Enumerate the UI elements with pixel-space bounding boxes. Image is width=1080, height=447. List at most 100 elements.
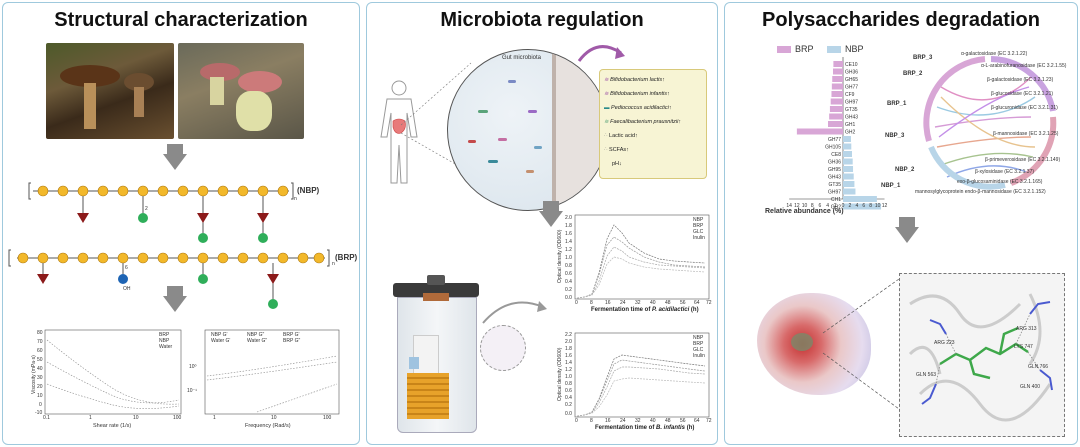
x-tick: 32 xyxy=(635,418,641,424)
mushroom-photo-2 xyxy=(178,43,304,139)
bar-category-label: CH1 xyxy=(831,197,841,203)
x-tick: 8 xyxy=(590,300,593,306)
y-tick: 60 xyxy=(37,348,43,354)
x-tick: 0 xyxy=(575,300,578,306)
residue-label: GLN 563 xyxy=(916,372,937,378)
bar-nbp xyxy=(843,173,854,180)
bar-category-label: CE10 xyxy=(845,62,858,68)
x-tick: 12 xyxy=(794,203,800,209)
effect-arrow: ↑ xyxy=(678,119,682,125)
bar-category-label: GH36 xyxy=(845,70,858,76)
chord-sample-label: BRP_3 xyxy=(913,55,933,61)
y-tick: 1.2 xyxy=(565,367,572,373)
x-tick: 64 xyxy=(694,418,700,424)
chord-diagram: BRP_3 BRP_2 BRP_1 NBP_3 NBP_2 NBP_1 xyxy=(881,47,1075,197)
y-tick: 1.8 xyxy=(565,223,572,229)
bar-category-label: GH43 xyxy=(845,115,858,121)
y-tick: 1.0 xyxy=(565,374,572,380)
bar-brp xyxy=(833,68,843,75)
gut-microbiota-label: Gut microbiota xyxy=(502,55,542,61)
bar-category-label: GH97 xyxy=(845,100,858,106)
bar-brp xyxy=(833,61,843,67)
effects-box: ≋ Bifidobacterium lactis↑ ≋ Bifidobacter… xyxy=(599,69,707,179)
legend-item: Inulin xyxy=(693,353,705,359)
fermentation-jar xyxy=(393,275,479,435)
gut-microbiota-circle xyxy=(447,49,609,211)
bar-nbp xyxy=(843,181,855,187)
y-tick: 20 xyxy=(37,384,43,390)
x-tick: 10 xyxy=(271,415,277,421)
enzyme-label: mannosylglycoprotein endo-β-mannosidase … xyxy=(915,189,1046,195)
x-tick: 14 xyxy=(786,203,792,209)
y-tick: 2.0 xyxy=(565,215,572,221)
legend-item: NBP xyxy=(693,335,704,341)
x-tick: 12 xyxy=(882,203,888,209)
bar-category-label: GT35 xyxy=(828,182,841,188)
structural-panel: Structural characterization xyxy=(2,2,360,445)
legend-item: NBP G" xyxy=(247,332,265,338)
growth-ylabel: Optical density (OD600) xyxy=(557,347,563,401)
y-tick: 1.8 xyxy=(565,346,572,352)
down-arrow-icon xyxy=(895,217,919,243)
legend-item: BRP G" xyxy=(283,338,301,344)
modulus-chart: Frequency (Rad/s) 1 10 100 10⁰ 10⁻¹ NBP … xyxy=(187,326,343,430)
bar-category-label: GH77 xyxy=(845,85,858,91)
bar-category-label: GH65 xyxy=(845,77,858,83)
bar-nbp xyxy=(843,158,853,165)
legend-item: BRP xyxy=(693,341,704,347)
enzyme-labels: α-galactosidase (EC 3.2.1.22) α-L-arabin… xyxy=(915,51,1077,201)
curved-arrow-icon xyxy=(482,301,547,324)
effect-arrow: ↑ xyxy=(635,133,638,139)
effect-arrow: ↓ xyxy=(619,161,622,167)
bar-nbp xyxy=(843,166,854,172)
chord-sample-label: BRP_1 xyxy=(887,101,907,107)
y-tick: 2.0 xyxy=(565,339,572,345)
effect-text: Lactic acid xyxy=(609,133,636,139)
enzyme-label: β-mannosidase (EC 3.2.1.25) xyxy=(993,131,1059,137)
legend-nbp-label: NBP xyxy=(845,44,864,54)
bar-brp xyxy=(831,91,843,97)
x-tick: 100 xyxy=(323,415,332,421)
petri-circle xyxy=(480,325,526,371)
effect-item: ∴ SCFAs↑ xyxy=(604,147,629,153)
x-tick: 56 xyxy=(680,418,686,424)
x-tick: 6 xyxy=(862,203,865,209)
enzyme-label: exo-β-glucosaminidase (EC 3.2.1.165) xyxy=(957,179,1043,185)
legend-item: NBP xyxy=(693,217,704,223)
residue-label: GLN 766 xyxy=(1028,364,1049,370)
bar-brp xyxy=(796,128,843,135)
x-tick: 0.1 xyxy=(43,415,50,421)
legend-item: Water G" xyxy=(247,338,268,344)
x-tick: 72 xyxy=(706,418,712,424)
y-tick: 2.2 xyxy=(565,332,572,338)
x-tick: 48 xyxy=(665,300,671,306)
chord-sample-label: BRP_2 xyxy=(903,71,923,77)
bar-category-label: GH77 xyxy=(828,137,841,143)
microbiota-panel: Microbiota regulation Gut microbiota ≋ B… xyxy=(366,2,718,445)
bar-nbp xyxy=(843,196,877,202)
y-tick: 1.6 xyxy=(565,231,572,237)
y-tick: 0.2 xyxy=(565,287,572,293)
growth-xlabel: Fermentation time of B. infantis (h) xyxy=(595,425,695,431)
bar-category-label: CF9 xyxy=(845,92,855,98)
enzyme-label: β-glucuronidase (EC 3.2.1.31) xyxy=(991,105,1058,111)
x-tick: 72 xyxy=(706,300,712,306)
effect-text: pH xyxy=(612,161,620,167)
x-tick: 2 xyxy=(834,203,837,209)
x-tick: 40 xyxy=(650,418,656,424)
effect-arrow: ↑ xyxy=(662,77,665,83)
x-tick: 4 xyxy=(826,203,829,209)
x-tick: 40 xyxy=(650,300,656,306)
legend-item: Inulin xyxy=(693,235,705,241)
growth-chart-bottom: Optical density (OD600) Fermentation tim… xyxy=(555,329,715,441)
x-tick: 16 xyxy=(605,300,611,306)
y-tick: 50 xyxy=(37,357,43,363)
mushroom-photo-1 xyxy=(46,43,174,139)
x-tick: 10 xyxy=(133,415,139,421)
bar-category-label: GH95 xyxy=(828,167,841,173)
bar-nbp xyxy=(843,136,851,142)
residue-label: ARG 223 xyxy=(934,340,955,346)
x-tick: 2 xyxy=(849,203,852,209)
bar-brp xyxy=(830,98,843,105)
